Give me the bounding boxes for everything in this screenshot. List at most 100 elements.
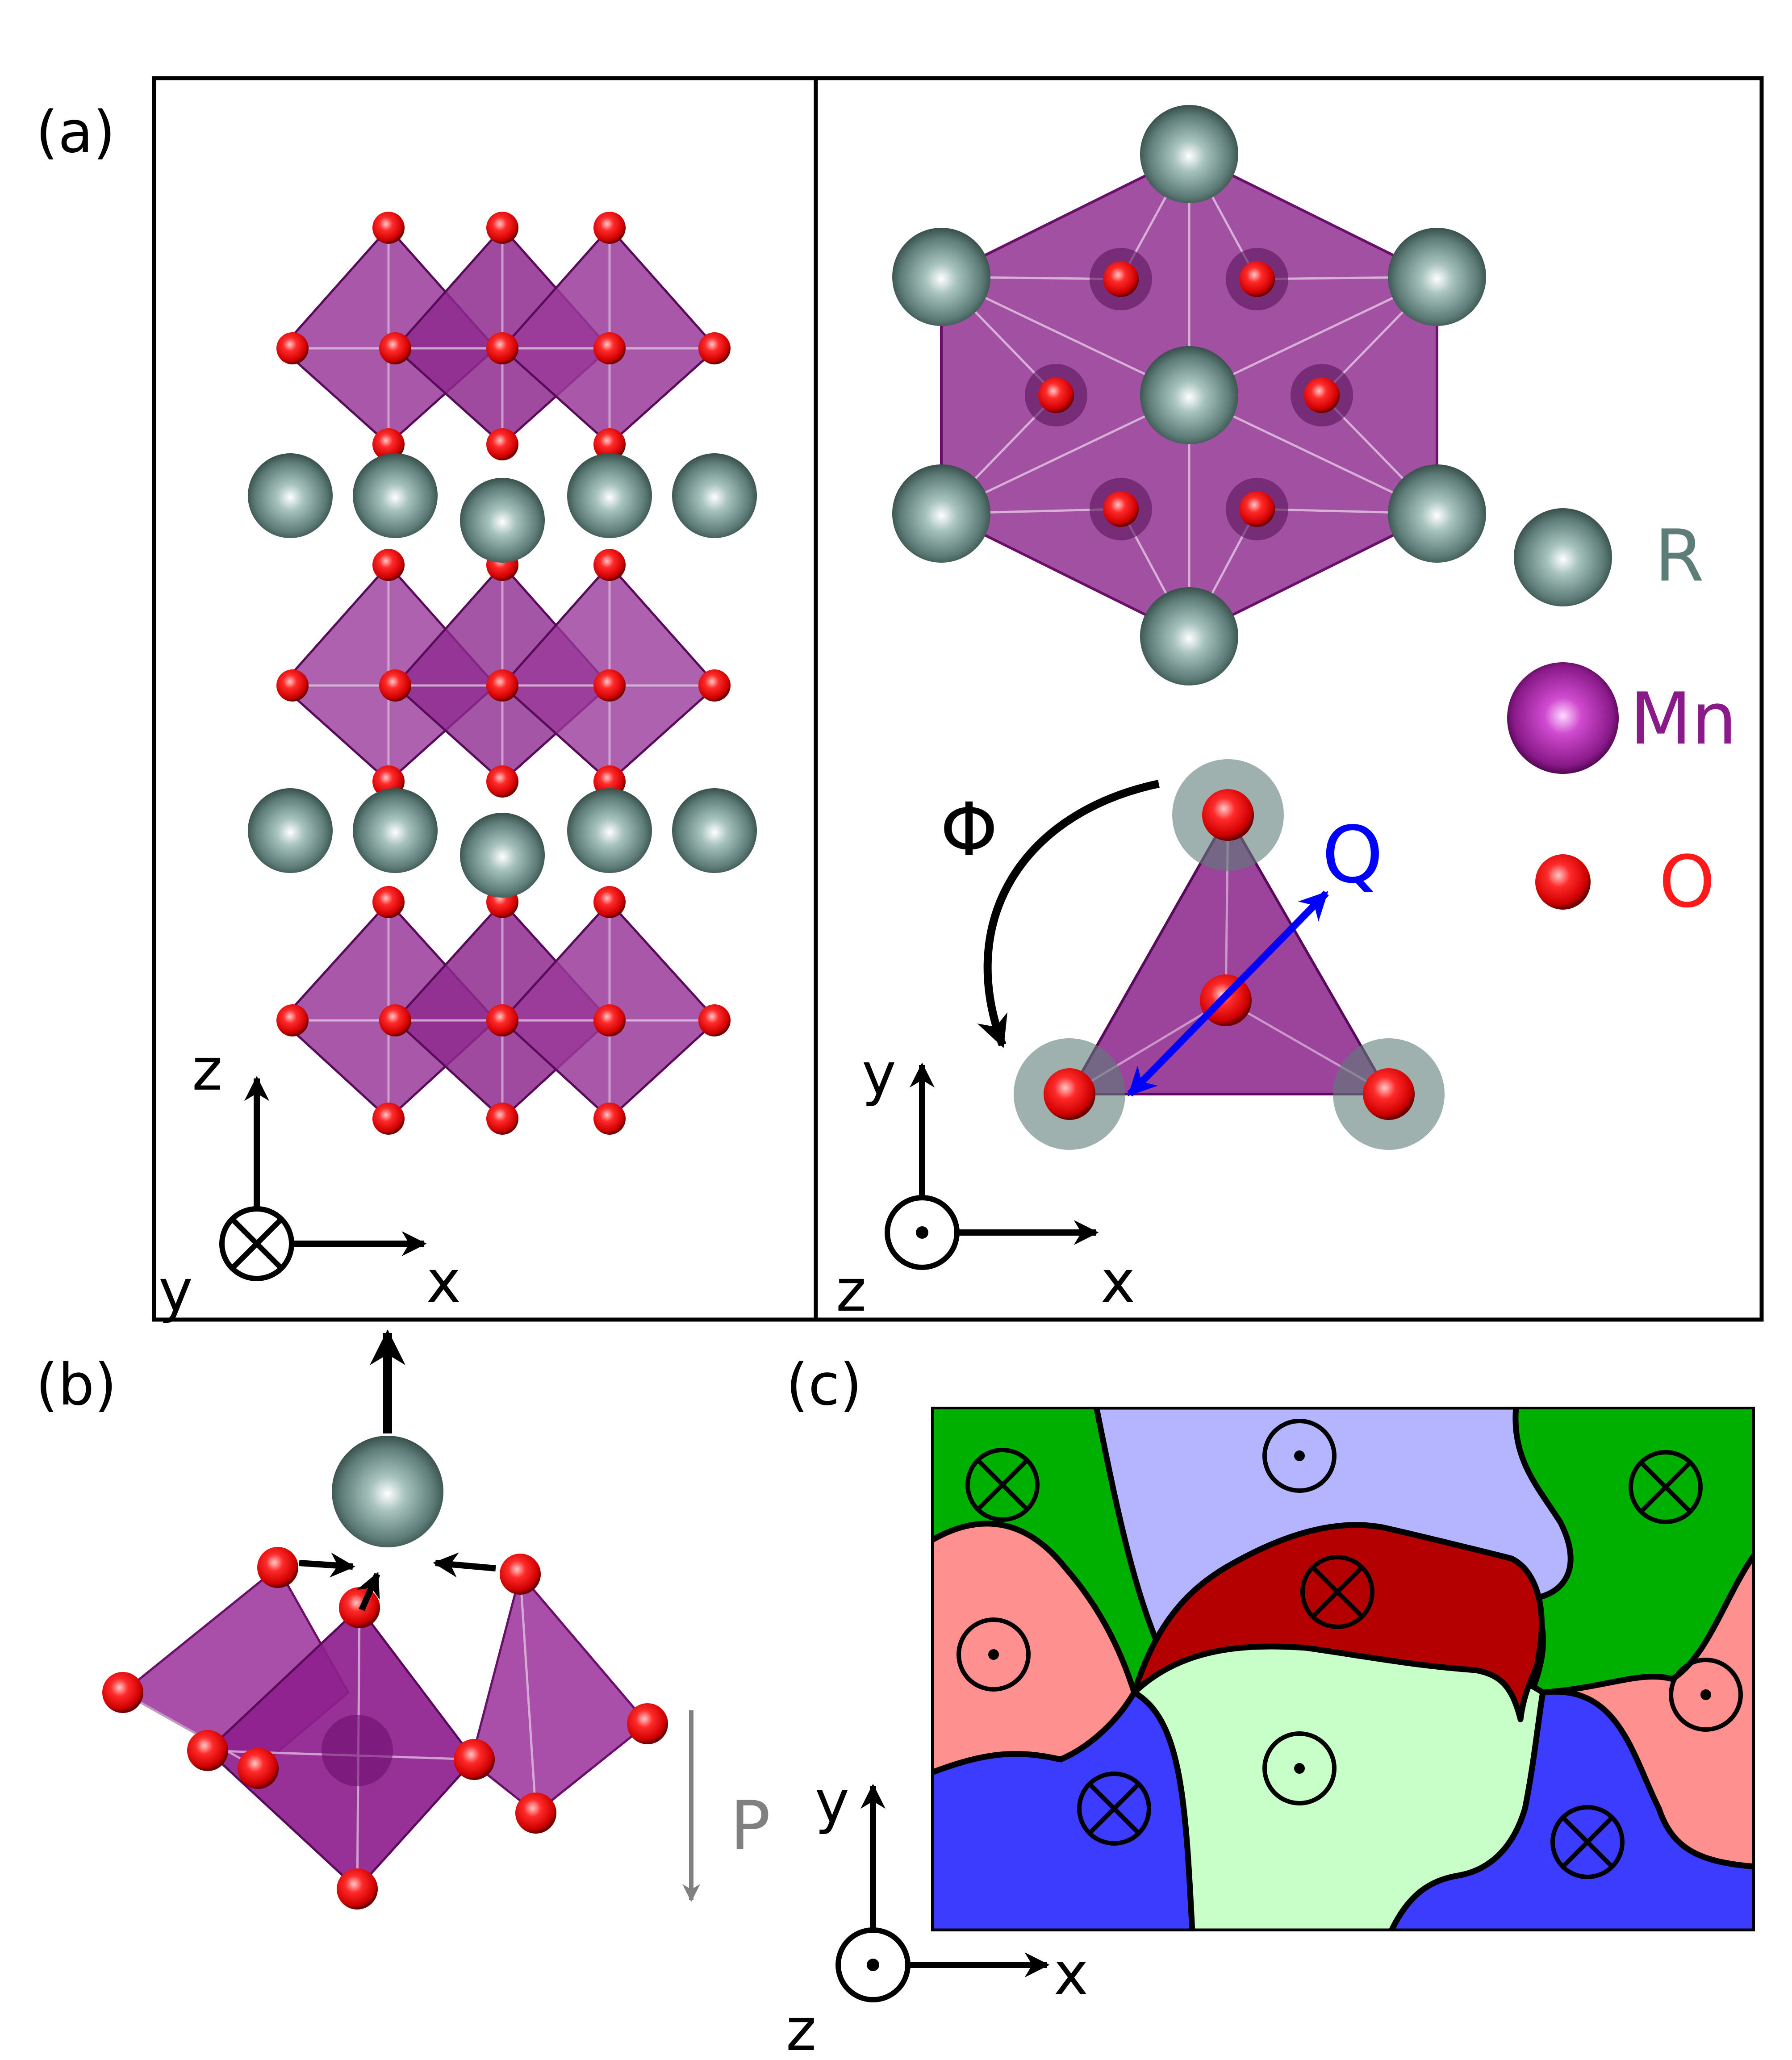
panel-a-label: (a) xyxy=(36,99,115,166)
O-atom xyxy=(593,1004,626,1036)
O-atom xyxy=(337,1868,378,1910)
distorted-bipyramids xyxy=(121,1566,649,1891)
O-atom xyxy=(500,1554,541,1595)
O-atom xyxy=(454,1739,495,1780)
O-atom xyxy=(486,1103,518,1135)
O-atom xyxy=(372,428,405,460)
R-atom xyxy=(248,788,333,873)
domain-map xyxy=(931,1407,1755,1931)
O-atom xyxy=(593,549,626,581)
axis-label-z: z xyxy=(192,1036,222,1103)
O-atom xyxy=(1239,491,1275,527)
O-atom xyxy=(372,886,405,918)
out-of-page-symbol xyxy=(957,1617,1031,1692)
axis-label-x: x xyxy=(426,1248,461,1316)
O-atom xyxy=(486,765,518,798)
O-atom xyxy=(593,1103,626,1135)
O-atom xyxy=(102,1672,143,1713)
O-atom xyxy=(276,1004,309,1036)
O-atom xyxy=(486,212,518,244)
q-arrow xyxy=(1127,890,1329,1097)
axis-label-y: y xyxy=(815,1768,849,1836)
top-view-atoms xyxy=(892,105,1486,685)
panel-a-frame xyxy=(152,76,1764,1322)
R-atom xyxy=(332,1436,443,1547)
domain-darkred-center xyxy=(1131,1522,1545,1722)
O-atom xyxy=(276,332,309,364)
O-atom xyxy=(1239,261,1275,297)
axis-label-y: y xyxy=(862,1040,896,1108)
into-page-symbol xyxy=(1550,1805,1625,1879)
R-atom xyxy=(248,453,333,538)
axes-a-left: z x y xyxy=(159,1036,461,1325)
rotation-arrow xyxy=(977,780,1160,1048)
R-atom xyxy=(353,788,438,873)
R-atom xyxy=(1140,346,1238,444)
O-atom xyxy=(486,1004,518,1036)
O-atom xyxy=(593,886,626,918)
out-of-page-symbol xyxy=(1262,1731,1337,1805)
legend-Mn-atom xyxy=(1507,662,1619,774)
polarization-label: P xyxy=(730,1787,770,1865)
axes-a-right: y x z xyxy=(836,1040,1135,1325)
axis-label-x: x xyxy=(1101,1248,1135,1316)
R-atom xyxy=(460,813,545,898)
out-of-page-symbol xyxy=(1262,1419,1337,1493)
R-atom xyxy=(1140,587,1238,685)
o-shift-arrow-center xyxy=(357,1571,380,1611)
O-atom xyxy=(238,1748,279,1789)
O-atom xyxy=(1103,261,1139,297)
legend-O-label: O xyxy=(1659,840,1715,923)
panel-c-label: (c) xyxy=(786,1352,862,1418)
O-atom xyxy=(593,428,626,460)
O-atom xyxy=(1304,377,1340,413)
q-label: Q xyxy=(1322,810,1383,901)
domain-symbols xyxy=(957,1419,1743,1879)
R-atom xyxy=(460,478,545,563)
axis-label-x: x xyxy=(1054,1940,1088,2008)
axis-label-y: y xyxy=(159,1257,193,1325)
O-atom xyxy=(486,332,518,364)
legend: R Mn O xyxy=(1507,508,1737,923)
O-atom xyxy=(593,332,626,364)
panel-b-atoms xyxy=(102,1436,668,1910)
R-atom xyxy=(1140,105,1238,203)
legend-R-label: R xyxy=(1654,514,1704,598)
R-atom xyxy=(1388,228,1486,326)
R-atom xyxy=(672,453,757,538)
O-atom xyxy=(372,549,405,581)
R-atom xyxy=(353,453,438,538)
O-atom xyxy=(593,212,626,244)
legend-Mn-label: Mn xyxy=(1630,677,1737,760)
O-atom xyxy=(187,1730,228,1771)
legend-O-atom xyxy=(1535,854,1591,910)
O-atom xyxy=(379,332,411,364)
O-atom xyxy=(486,428,518,460)
axis-label-z: z xyxy=(836,1257,866,1325)
O-atom xyxy=(698,1004,731,1036)
R-atom xyxy=(892,228,990,326)
O-atom xyxy=(698,332,731,364)
into-page-symbol xyxy=(1300,1555,1374,1629)
panel-b-label: (b) xyxy=(36,1352,117,1418)
side-view-atoms xyxy=(248,212,757,1135)
O-atom xyxy=(627,1703,668,1744)
O-atom xyxy=(1103,491,1139,527)
phi-label: Φ xyxy=(940,787,998,873)
R-atom xyxy=(892,464,990,563)
into-page-symbol xyxy=(965,1448,1040,1522)
O-atom xyxy=(698,669,731,702)
o-shift-arrow-right xyxy=(433,1552,496,1578)
into-page-symbol xyxy=(1629,1450,1703,1524)
O-atom xyxy=(486,669,518,702)
R-atom xyxy=(1388,464,1486,563)
O-atom xyxy=(257,1547,298,1588)
R-atom xyxy=(672,788,757,873)
R-atom xyxy=(567,788,652,873)
O-atom xyxy=(372,212,405,244)
O-atom xyxy=(379,669,411,702)
axes-c: y x z xyxy=(786,1768,1088,2060)
o-shift-arrow-left xyxy=(299,1552,355,1578)
O-atom xyxy=(593,669,626,702)
